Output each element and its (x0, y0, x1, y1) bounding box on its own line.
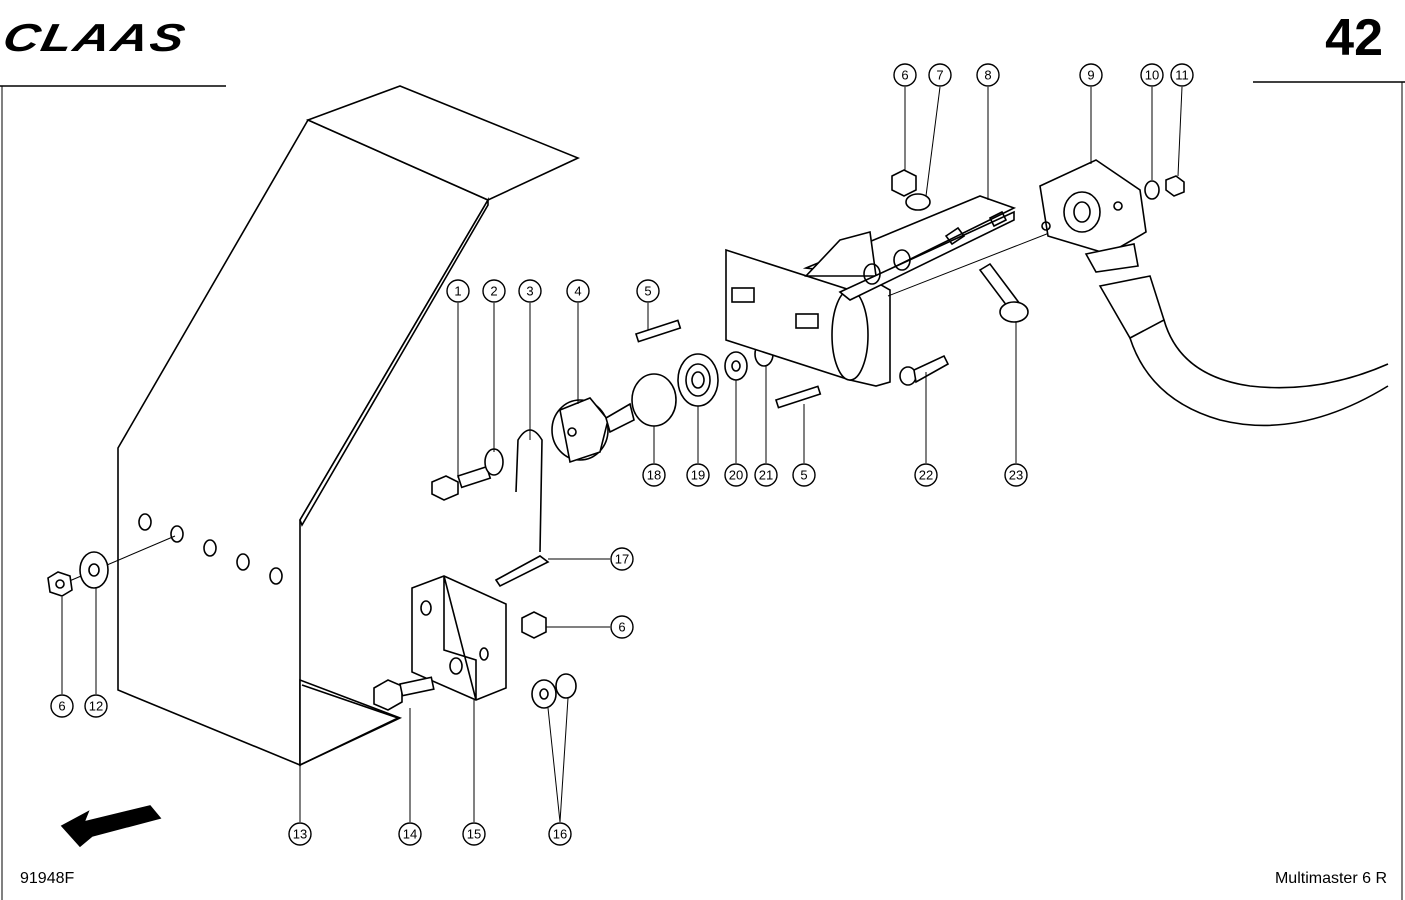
part-callout-12: 12 (84, 694, 108, 718)
direction-arrow (60, 805, 162, 848)
part-callout-9: 9 (1079, 63, 1103, 87)
part-callout-label: 21 (759, 468, 773, 483)
part-callout-label: 9 (1087, 68, 1094, 83)
pulley-hub (551, 303, 635, 464)
part-callout-label: 5 (644, 284, 651, 299)
part-callout-label: 1 (454, 284, 461, 299)
clamp-bracket (411, 575, 507, 822)
part-callout-label: 19 (691, 468, 705, 483)
part-callout-6: 6 (610, 615, 634, 639)
part-callout-10: 10 (1140, 63, 1164, 87)
rubber-bushings (531, 673, 577, 823)
part-callout-label: 6 (58, 699, 65, 714)
nut-and-washer-top (891, 86, 941, 211)
split-pin (494, 555, 610, 588)
part-callout-6: 6 (893, 63, 917, 87)
part-callout-label: 7 (936, 68, 943, 83)
part-callout-17: 17 (610, 547, 634, 571)
part-callout-4: 4 (566, 279, 590, 303)
part-callout-label: 18 (647, 468, 661, 483)
part-callout-label: 15 (467, 827, 481, 842)
page-number: 42 (1325, 9, 1383, 67)
hex-bolt (373, 676, 435, 822)
part-callout-label: 4 (574, 284, 581, 299)
part-callout-15: 15 (462, 822, 486, 846)
cover-plate (59, 85, 581, 767)
part-callout-5: 5 (636, 279, 660, 303)
part-callout-1: 1 (446, 279, 470, 303)
part-callout-3: 3 (518, 279, 542, 303)
part-callout-label: 16 (553, 827, 567, 842)
part-callout-11: 11 (1170, 63, 1194, 87)
self-tap-screw (899, 354, 950, 463)
part-callout-label: 22 (919, 468, 933, 483)
nut-lower (521, 611, 610, 639)
part-callout-label: 14 (403, 827, 417, 842)
part-callout-7: 7 (928, 63, 952, 87)
part-callout-label: 2 (490, 284, 497, 299)
part-callout-label: 5 (800, 468, 807, 483)
part-callout-23: 23 (1004, 463, 1028, 487)
part-callout-22: 22 (914, 463, 938, 487)
part-callout-2: 2 (482, 279, 506, 303)
part-callout-13: 13 (288, 822, 312, 846)
bearing-set (631, 341, 774, 463)
part-callout-6: 6 (50, 694, 74, 718)
part-callout-label: 20 (729, 468, 743, 483)
part-callout-20: 20 (724, 463, 748, 487)
part-callout-label: 11 (1175, 68, 1189, 83)
model-name: Multimaster 6 R (1274, 870, 1387, 887)
part-callout-label: 6 (901, 68, 908, 83)
part-callout-18: 18 (642, 463, 666, 487)
drawing-code: 91948F (20, 870, 75, 887)
part-callout-label: 13 (293, 827, 307, 842)
part-callout-8: 8 (976, 63, 1000, 87)
bolt-washer-shackle (431, 303, 543, 553)
mounting-bracket (725, 87, 1063, 387)
nut-and-washer-left (47, 551, 109, 694)
part-callout-21: 21 (754, 463, 778, 487)
roll-pins (634, 303, 822, 463)
speed-sensor (1039, 87, 1389, 427)
part-callout-14: 14 (398, 822, 422, 846)
part-callout-label: 23 (1009, 468, 1023, 483)
part-callout-label: 3 (526, 284, 533, 299)
part-callout-label: 10 (1145, 68, 1159, 83)
part-callout-19: 19 (686, 463, 710, 487)
carriage-screw (978, 262, 1029, 463)
part-callout-16: 16 (548, 822, 572, 846)
washer-nut-sensor (1144, 86, 1185, 200)
part-callout-label: 8 (984, 68, 991, 83)
part-callout-label: 12 (89, 699, 103, 714)
part-callout-5: 5 (792, 463, 816, 487)
part-callout-label: 17 (615, 552, 629, 567)
part-callout-label: 6 (618, 620, 625, 635)
